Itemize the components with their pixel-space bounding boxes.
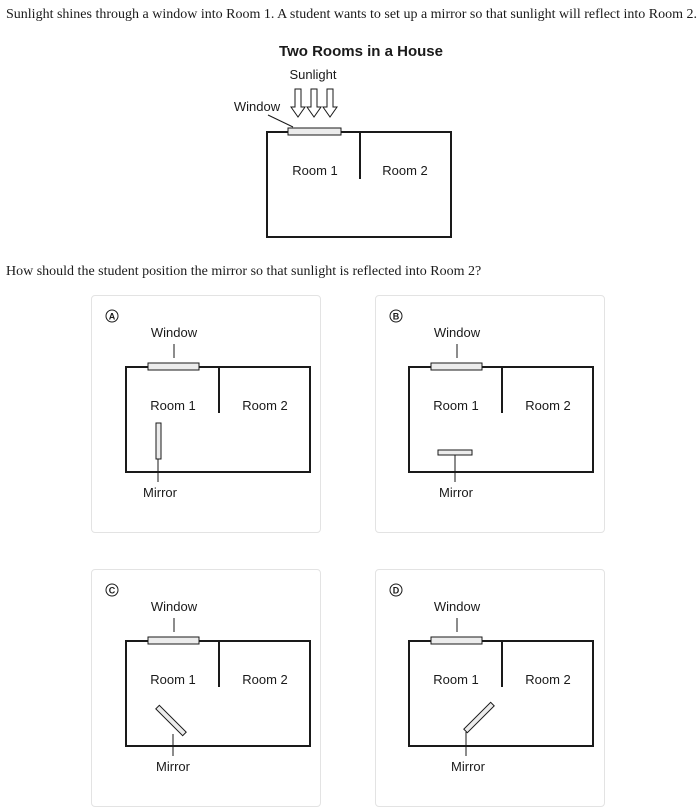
choice-d[interactable]: D Window Room 1 Room 2 Mirror [375,569,605,807]
sunlight-arrow [306,88,322,118]
choice-a-diagram: A Window Room 1 Room 2 Mirror [105,309,311,500]
choice-c-diagram: C Window Room 1 Room 2 Mirror [105,583,311,774]
window [147,362,200,371]
room1-label: Room 1 [292,163,338,178]
choice-a-letter: A [109,312,116,322]
mirror [155,704,187,737]
room2-label: Room 2 [242,672,288,687]
choice-b-diagram: B Window Room 1 Room 2 Mirror [389,309,594,500]
choice-d-diagram: D Window Room 1 Room 2 Mirror [389,583,594,774]
question-text: Sunlight shines through a window into Ro… [6,7,697,22]
room2-label: Room 2 [525,672,571,687]
prompt-text: How should the student position the mirr… [6,264,482,279]
sunlight-arrows [290,88,338,118]
mirror-label: Mirror [156,759,191,774]
window-label: Window [151,599,198,614]
window-label: Window [234,99,281,114]
choice-d-letter: D [393,586,400,596]
window [147,636,200,645]
choice-c-letter: C [109,586,116,596]
choice-a[interactable]: A Window Room 1 Room 2 Mirror [91,295,321,533]
window-label: Window [434,325,481,340]
window [430,636,483,645]
mirror [437,449,473,456]
choice-d-bubble [389,583,403,597]
figure-title: Two Rooms in a House [279,43,443,60]
choice-b-letter: B [393,312,400,322]
choice-b-bubble [389,309,403,323]
window-pointer [267,114,294,128]
room1-label: Room 1 [433,398,479,413]
mirror [463,701,495,734]
choice-c[interactable]: C Window Room 1 Room 2 Mirror [91,569,321,807]
window [287,127,342,136]
room1-label: Room 1 [150,672,196,687]
sunlight-label: Sunlight [290,67,337,82]
choice-a-bubble [105,309,119,323]
room1-label: Room 1 [433,672,479,687]
choice-c-bubble [105,583,119,597]
main-figure: Two Rooms in a House Sunlight Window Roo… [234,43,452,238]
mirror-label: Mirror [439,485,474,500]
room1-label: Room 1 [150,398,196,413]
room2-label: Room 2 [242,398,288,413]
mirror [155,422,162,460]
mirror-label: Mirror [143,485,178,500]
window-label: Window [434,599,481,614]
window-label: Window [151,325,198,340]
room2-label: Room 2 [382,163,428,178]
window [430,362,483,371]
room2-label: Room 2 [525,398,571,413]
sunlight-arrow [322,88,338,118]
choice-b[interactable]: B Window Room 1 Room 2 Mirror [375,295,605,533]
sunlight-arrow [290,88,306,118]
mirror-label: Mirror [451,759,486,774]
